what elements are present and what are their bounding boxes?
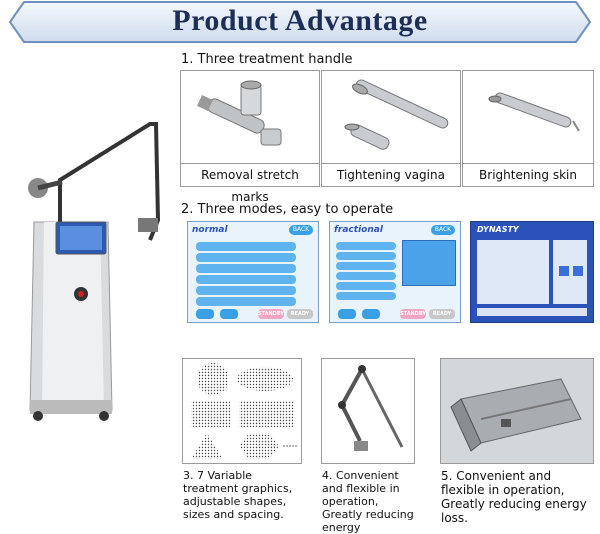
shape-preview	[402, 240, 456, 286]
banner-shape	[8, 1, 592, 43]
section2-title: 2. Three modes, easy to operate	[181, 202, 394, 217]
handle-caption-3: Brightening skin	[463, 163, 593, 186]
arrow-down-icon[interactable]	[338, 309, 356, 319]
param-row[interactable]	[336, 242, 396, 250]
feature-card-energy	[440, 358, 594, 464]
plus-button[interactable]	[559, 266, 569, 276]
fractional-mode-screen: fractional BACK STANDBY READY	[329, 221, 461, 323]
param-row[interactable]	[336, 252, 396, 260]
handle-card-3: Brightening skin	[462, 70, 594, 187]
brightening-handle-icon	[488, 92, 580, 132]
articulated-arm-icon	[338, 365, 404, 451]
param-row[interactable]	[196, 242, 296, 251]
feature-text-arm: 4. Convenient and flexible in operation,…	[322, 469, 414, 534]
param-row[interactable]	[196, 286, 296, 295]
param-row[interactable]	[336, 262, 396, 270]
standby-button[interactable]: STANDBY	[258, 309, 284, 319]
param-row[interactable]	[196, 264, 296, 273]
normal-mode-title: normal	[192, 225, 228, 235]
handle-card-2: Tightening vagina	[321, 70, 461, 187]
ready-button[interactable]: READY	[287, 309, 313, 319]
normal-mode-screen: normal BACK STANDBY READY	[187, 221, 319, 323]
header-banner	[8, 0, 592, 44]
arrow-up-icon[interactable]	[220, 309, 238, 319]
param-row[interactable]	[336, 292, 396, 300]
param-row[interactable]	[196, 297, 296, 306]
param-row[interactable]	[196, 275, 296, 284]
arrow-up-icon[interactable]	[362, 309, 380, 319]
page-title: Product Advantage	[172, 4, 428, 37]
param-row[interactable]	[336, 272, 396, 280]
param-panel	[477, 240, 549, 304]
back-button[interactable]: BACK	[289, 225, 313, 235]
minus-button[interactable]	[573, 266, 583, 276]
standby-button[interactable]: STANDBY	[400, 309, 426, 319]
feature-card-arm	[321, 358, 415, 464]
section1-title: 1. Three treatment handle	[181, 52, 353, 67]
stretch-marks-handle-icon	[197, 80, 282, 146]
dynasty-mode-title: DYNASTY	[477, 225, 519, 234]
feature-text-graphics: 3. 7 Variable treatment graphics, adjust…	[183, 469, 293, 521]
handle-caption-1: Removal stretch marks	[181, 163, 319, 204]
arrow-down-icon[interactable]	[196, 309, 214, 319]
vaginal-handle-icon	[344, 79, 449, 150]
feature-text-energy: 5. Convenient and flexible in operation,…	[441, 469, 587, 525]
handle-card-1: Removal stretch marks	[180, 70, 320, 204]
back-button[interactable]: BACK	[431, 225, 455, 235]
fractional-mode-title: fractional	[334, 225, 383, 235]
param-row[interactable]	[196, 253, 296, 262]
footer-bar	[477, 308, 587, 316]
rf-tube-icon	[441, 359, 593, 463]
feature-card-graphics	[182, 358, 302, 464]
handle-caption-2: Tightening vagina	[322, 163, 460, 186]
laser-machine-illustration	[28, 122, 161, 421]
dynasty-mode-screen: DYNASTY	[470, 221, 594, 323]
ready-button[interactable]: READY	[429, 309, 455, 319]
scan-patterns-icon	[191, 363, 297, 459]
param-row[interactable]	[336, 282, 396, 290]
